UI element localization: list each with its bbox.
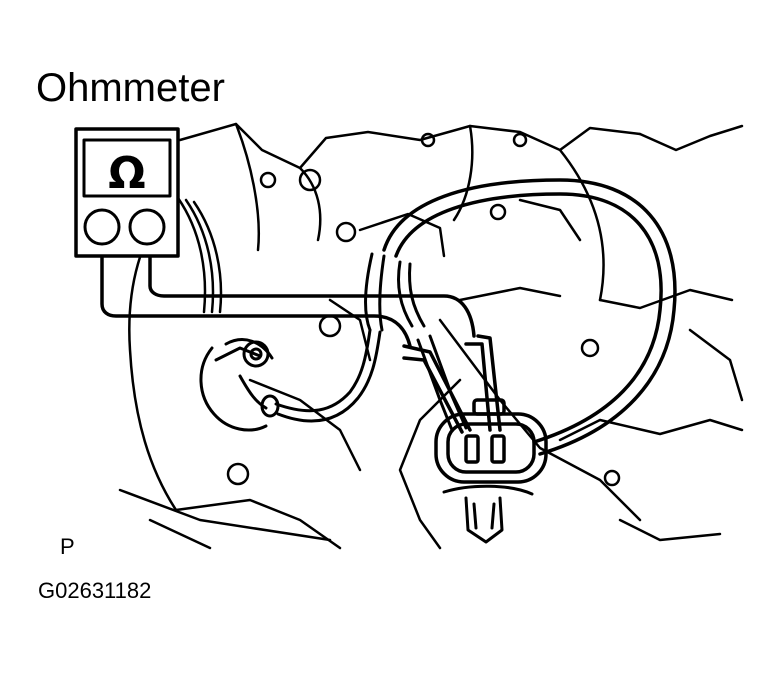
cable-loop <box>382 178 677 456</box>
figure-code: G02631182 <box>38 578 152 603</box>
ohm-symbol: Ω <box>108 148 145 199</box>
bolt-heads <box>226 132 621 487</box>
sensor-harness <box>274 328 382 423</box>
meter-leads <box>100 254 476 348</box>
ohmmeter-box <box>74 127 180 258</box>
wire-harness <box>364 252 468 432</box>
diagram-title: Ohmmeter <box>36 66 225 110</box>
sensor-body <box>199 338 280 432</box>
probe-tips <box>402 334 502 434</box>
harness-clip <box>442 484 534 544</box>
view-label: P <box>60 534 75 559</box>
pulley <box>176 196 223 314</box>
